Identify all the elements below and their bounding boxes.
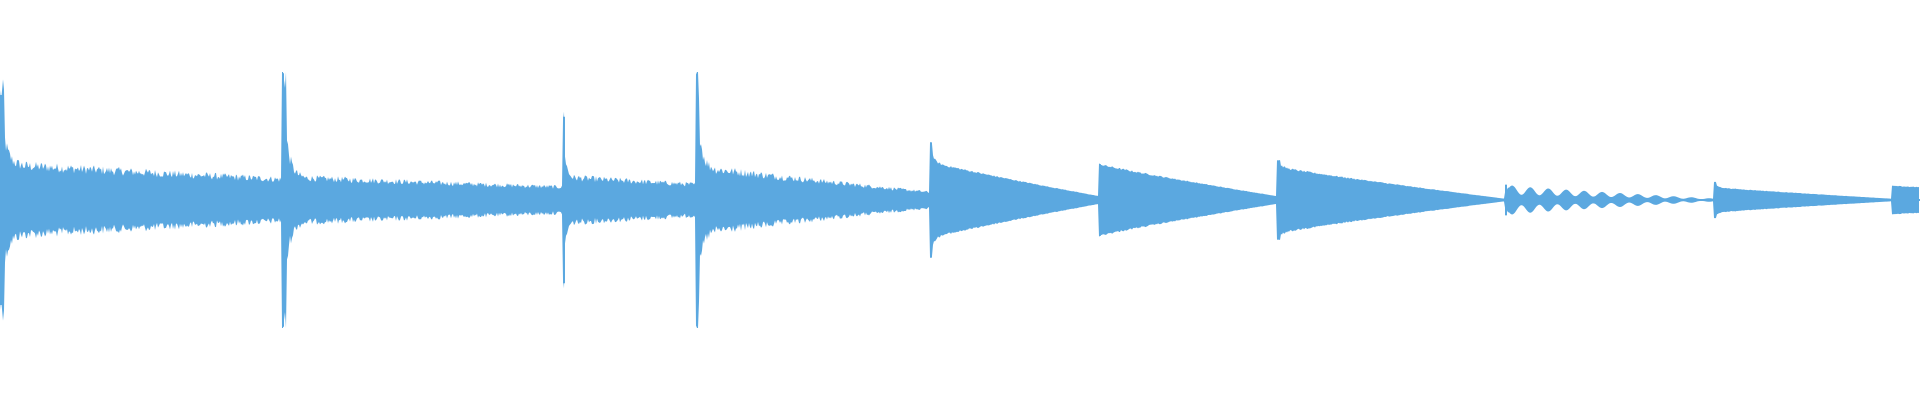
waveform-shape: [0, 72, 1919, 328]
